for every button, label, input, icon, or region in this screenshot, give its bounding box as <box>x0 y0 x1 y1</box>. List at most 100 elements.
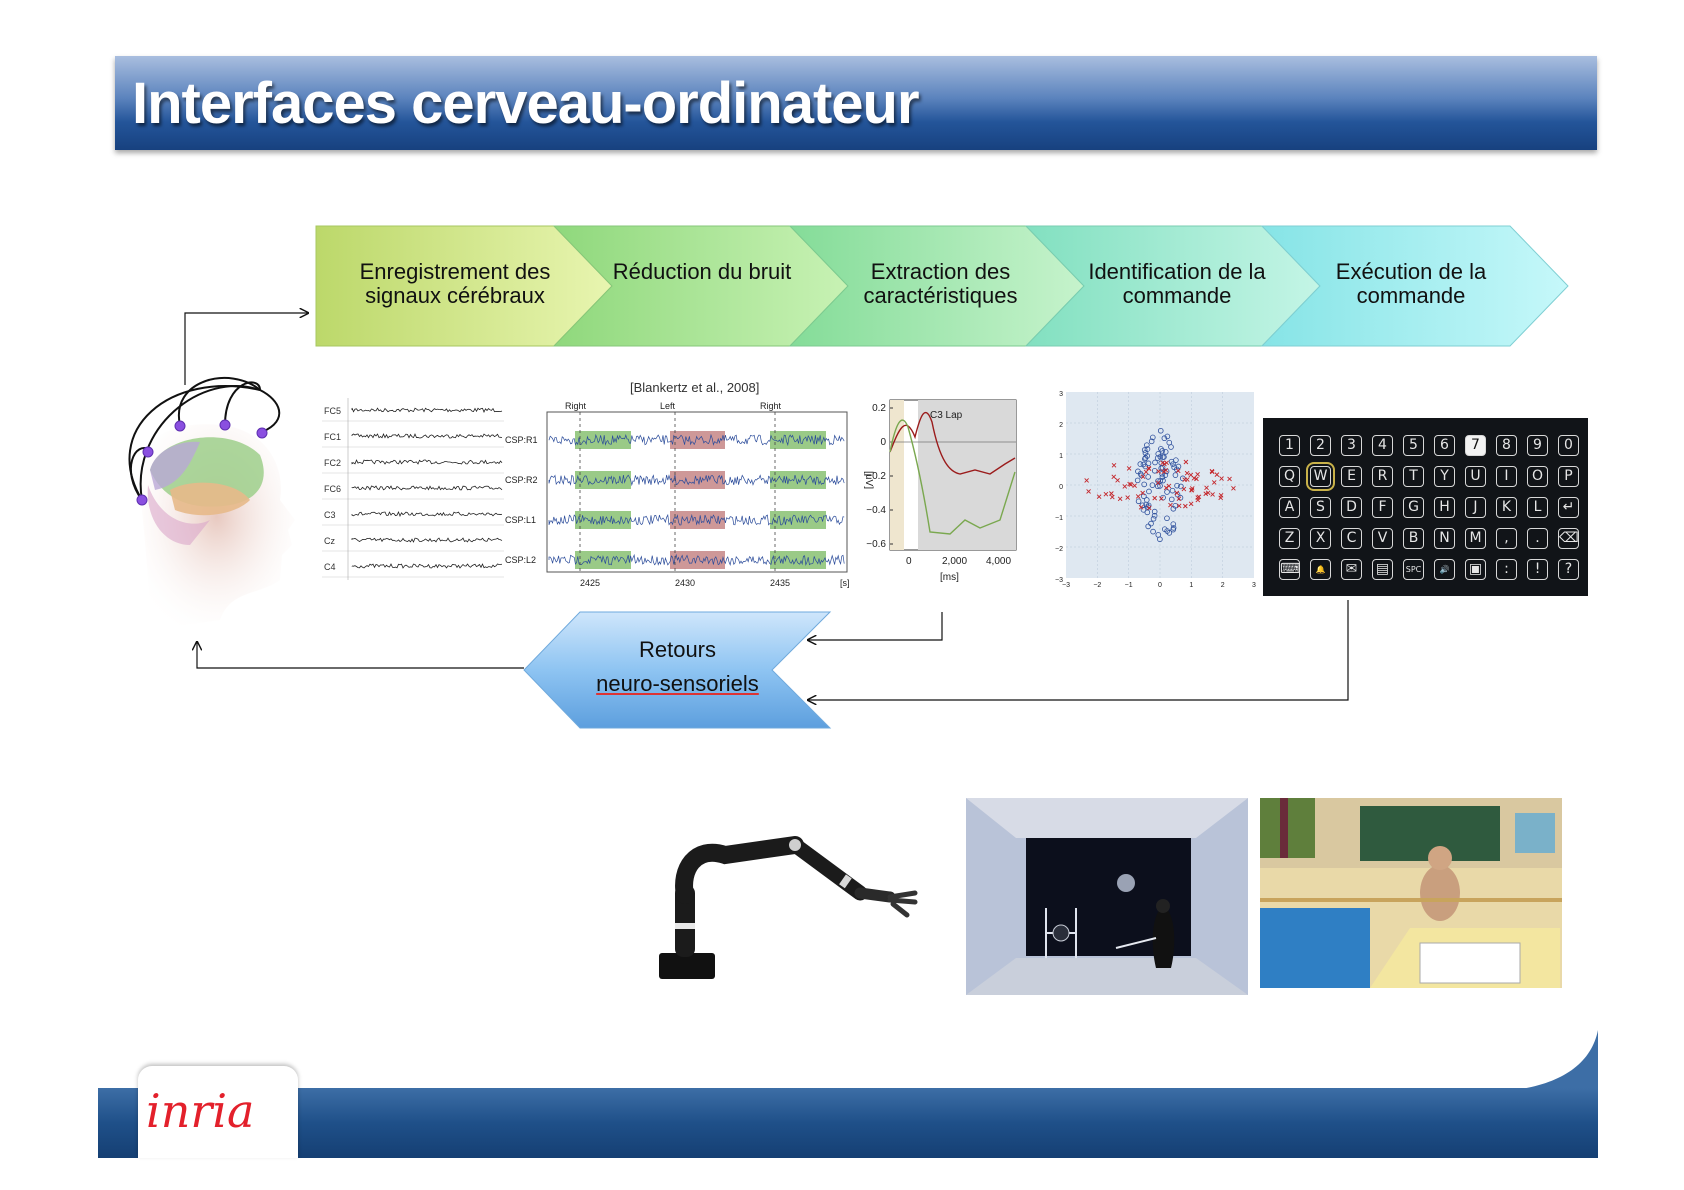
csp-x-tick: [s] <box>840 578 850 588</box>
keyboard-key[interactable]: E <box>1341 466 1362 487</box>
keyboard-key[interactable]: K <box>1496 497 1517 518</box>
scatter-point-class-b <box>1204 485 1209 491</box>
keyboard-key[interactable]: L <box>1527 497 1548 518</box>
erd-green-curve <box>889 419 1016 535</box>
keyboard-key[interactable]: 2 <box>1310 435 1331 456</box>
keyboard-key[interactable]: U <box>1465 466 1486 487</box>
keyboard-key[interactable]: ↵ <box>1558 497 1579 518</box>
scatter-point-class-a <box>1170 521 1177 527</box>
scatter-point-class-b <box>1084 478 1089 483</box>
scatter-point-class-a <box>1157 454 1164 460</box>
scatter-point-class-a <box>1175 463 1182 470</box>
scatter-point-class-b <box>1096 494 1102 500</box>
keyboard-key[interactable]: A <box>1279 497 1300 518</box>
keyboard-key[interactable]: ⌫ <box>1558 528 1579 549</box>
scatter-point-class-b <box>1163 485 1169 491</box>
keyboard-key[interactable]: 3 <box>1341 435 1362 456</box>
erd-x-unit: [ms] <box>940 572 959 583</box>
keyboard-key[interactable]: 0 <box>1558 435 1579 456</box>
scatter-point-class-b <box>1126 466 1132 471</box>
keyboard-key[interactable]: W <box>1306 462 1335 491</box>
keyboard-key[interactable]: 7 <box>1465 435 1486 456</box>
scatter-point-class-b <box>1135 494 1141 499</box>
keyboard-key[interactable]: Y <box>1434 466 1455 487</box>
keyboard-key[interactable]: ▣ <box>1465 559 1486 580</box>
csp-marker-label: Right <box>565 401 587 411</box>
scatter-y-tick: −3 <box>1055 577 1063 584</box>
keyboard-key[interactable]: 1 <box>1279 435 1300 456</box>
keyboard-key[interactable]: P <box>1558 466 1579 487</box>
scatter-point-class-a <box>1145 474 1151 480</box>
keyboard-key[interactable]: Q <box>1279 466 1300 487</box>
scatter-point-class-a <box>1151 508 1158 515</box>
scatter-point-class-b <box>1175 468 1181 474</box>
scatter-point-class-b <box>1218 493 1224 498</box>
scatter-x-tick: −3 <box>1062 582 1070 589</box>
keyboard-key[interactable]: ✉ <box>1341 559 1362 580</box>
keyboard-key[interactable]: V <box>1372 528 1393 549</box>
inria-logo: inria <box>146 1084 255 1138</box>
csp-marker-label: Right <box>760 401 782 411</box>
scatter-point-class-a <box>1164 433 1171 440</box>
csp-trace <box>548 553 845 567</box>
eeg-trace <box>351 511 503 517</box>
keyboard-key[interactable]: O <box>1527 466 1548 487</box>
keyboard-key[interactable]: 4 <box>1372 435 1393 456</box>
keyboard-key[interactable]: R <box>1372 466 1393 487</box>
scatter-point-class-a <box>1168 496 1175 503</box>
keyboard-key[interactable]: H <box>1434 497 1455 518</box>
scatter-point-class-b <box>1155 480 1161 486</box>
keyboard-key[interactable]: J <box>1465 497 1486 518</box>
keyboard-key[interactable]: Z <box>1279 528 1300 549</box>
keyboard-key[interactable]: 🔔 <box>1310 559 1331 580</box>
keyboard-key[interactable]: 8 <box>1496 435 1517 456</box>
scatter-point-class-b <box>1140 474 1146 480</box>
keyboard-key[interactable]: N <box>1434 528 1455 549</box>
keyboard-key[interactable]: , <box>1496 528 1517 549</box>
scatter-x-tick: −1 <box>1125 582 1133 589</box>
keyboard-key[interactable]: S <box>1310 497 1331 518</box>
erd-x-tick: 4,000 <box>986 556 1011 567</box>
keyboard-key[interactable]: T <box>1403 466 1424 487</box>
scatter-point-class-b <box>1164 460 1169 466</box>
keyboard-key[interactable]: D <box>1341 497 1362 518</box>
scatter-point-class-b <box>1086 489 1091 494</box>
erd-y-tick: 0 <box>880 437 886 448</box>
keyboard-key[interactable]: 🔊 <box>1434 559 1455 580</box>
keyboard-key[interactable]: . <box>1527 528 1548 549</box>
keyboard-key[interactable]: M <box>1465 528 1486 549</box>
scatter-point-class-a <box>1170 505 1177 512</box>
scatter-point-class-a <box>1164 515 1170 522</box>
scatter-point-class-b <box>1109 491 1114 496</box>
csp-band <box>770 471 826 489</box>
keyboard-key[interactable]: 9 <box>1527 435 1548 456</box>
keyboard-key[interactable]: F <box>1372 497 1393 518</box>
keyboard-key[interactable]: ! <box>1527 559 1548 580</box>
scatter-point-class-a <box>1148 438 1155 445</box>
keyboard-key[interactable]: B <box>1403 528 1424 549</box>
keyboard-key[interactable]: SPC <box>1403 559 1424 580</box>
keyboard-key[interactable]: I <box>1496 466 1517 487</box>
scatter-x-tick: 3 <box>1252 582 1256 589</box>
scatter-point-class-a <box>1179 475 1186 482</box>
arrow-feedback-to-head <box>197 642 524 669</box>
virtual-classroom-image <box>1260 798 1562 988</box>
keyboard-key[interactable]: : <box>1496 559 1517 580</box>
keyboard-key[interactable]: ▤ <box>1372 559 1393 580</box>
scatter-point-class-b <box>1219 476 1224 481</box>
scatter-x-tick: 0 <box>1158 582 1162 589</box>
keyboard-key[interactable]: G <box>1403 497 1424 518</box>
erd-y-tick: −0.6 <box>866 539 886 550</box>
eeg-channel-label: C4 <box>324 562 336 572</box>
scatter-point-class-b <box>1109 494 1115 500</box>
scatter-point-class-b <box>1111 463 1117 468</box>
scatter-point-class-b <box>1128 482 1134 487</box>
keyboard-key[interactable]: X <box>1310 528 1331 549</box>
keyboard-key[interactable]: ⌨ <box>1279 559 1300 580</box>
keyboard-key[interactable]: 5 <box>1403 435 1424 456</box>
csp-row-label: CSP:R2 <box>505 475 538 485</box>
scatter-point-class-a <box>1142 456 1148 462</box>
keyboard-key[interactable]: C <box>1341 528 1362 549</box>
keyboard-key[interactable]: 6 <box>1434 435 1455 456</box>
keyboard-key[interactable]: ? <box>1558 559 1579 580</box>
